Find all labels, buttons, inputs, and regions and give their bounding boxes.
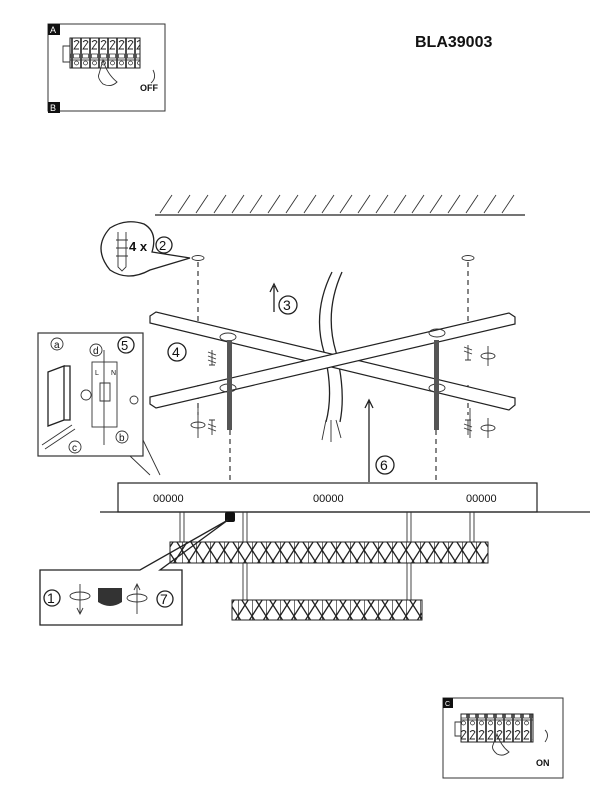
lower-ring	[231, 599, 423, 621]
canopy-mark: 00000	[466, 493, 497, 505]
unscrew-icon	[76, 584, 84, 616]
terminal-block	[91, 361, 118, 428]
cap-nut-icon	[98, 588, 122, 606]
on-label: ON	[536, 758, 550, 768]
wiring-label-a: a	[54, 340, 60, 351]
step-4: 4	[172, 344, 180, 360]
arrow-up-icon	[544, 729, 548, 743]
step-3: 3	[283, 297, 291, 313]
arrow-down-icon	[150, 69, 156, 84]
step-5: 5	[121, 338, 128, 353]
canopy-mark: 00000	[153, 493, 184, 505]
ceiling	[155, 194, 525, 216]
anchor-count: 4 x	[129, 239, 148, 254]
label-b: B	[50, 103, 56, 113]
threaded-rod	[434, 340, 439, 430]
breaker-off-panel: A B OFF	[47, 23, 166, 113]
hand-icon	[98, 58, 118, 87]
hand-icon	[492, 732, 510, 756]
arrow-up-icon	[269, 282, 279, 312]
upper-ring	[169, 541, 489, 564]
step-1: 1	[47, 590, 55, 606]
step-7: 7	[160, 591, 168, 607]
screws	[197, 345, 473, 438]
label-a: A	[50, 25, 56, 35]
screw-on-icon	[133, 582, 141, 614]
anchor-callout: 4 x 2	[100, 221, 191, 277]
label-a-badge	[48, 24, 60, 35]
live-label: L	[95, 370, 99, 377]
terminal-cover	[47, 365, 71, 427]
rotate-icons	[190, 346, 496, 438]
canopy	[117, 482, 538, 513]
screwdriver-icon	[41, 424, 76, 450]
breaker-on-panel: C ON	[442, 697, 564, 779]
step-2-badge	[155, 236, 173, 254]
model-code: BLA39003	[415, 34, 492, 51]
wiring-label-b: b	[119, 433, 125, 444]
off-label: OFF	[140, 83, 158, 93]
wiring-panel: a d 5 L N c b	[37, 332, 161, 476]
neutral-label: N	[111, 370, 116, 377]
earth-icon	[129, 395, 139, 405]
step-6: 6	[380, 457, 388, 473]
label-c: C	[445, 701, 450, 708]
wiring-label-c: c	[72, 443, 77, 454]
threaded-rod	[227, 340, 232, 430]
cap-nut	[225, 512, 235, 522]
wall-plug-icon	[116, 232, 128, 272]
label-b-badge	[48, 102, 60, 113]
wiring-label-d: d	[93, 346, 99, 357]
power-cable	[318, 271, 343, 423]
step-2: 2	[159, 238, 166, 253]
canopy-mark: 00000	[313, 493, 344, 505]
cap-nut-callout: 1 7	[39, 519, 229, 626]
breaker-strip	[69, 37, 141, 69]
arrow-up-icon	[364, 398, 374, 482]
cross-bracket	[149, 311, 516, 411]
